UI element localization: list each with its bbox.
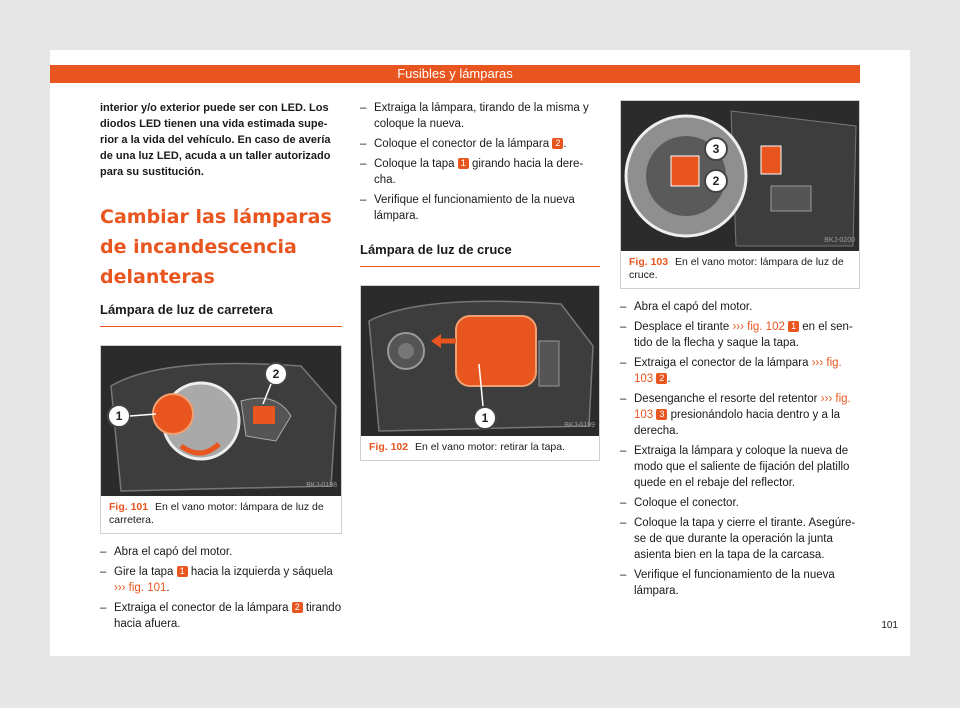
list-item: Desenganche el resorte del retentor ››› … <box>620 391 860 439</box>
step-text: Desplace el tirante <box>634 321 730 333</box>
list-item: Gire la tapa 1 hacia la izquierda y sáqu… <box>100 564 342 596</box>
column-left: interior y/o exterior puede ser con LED.… <box>100 100 342 636</box>
steps-list: Extraiga la lámpara, tirando de la misma… <box>360 100 600 224</box>
figure-caption-text: En el vano motor: lámpara de luz de cruc… <box>629 256 844 281</box>
callout-2: 2 <box>713 174 720 188</box>
step-text: presionándolo hacia dentro y a la derech… <box>634 409 841 437</box>
list-item: Coloque la tapa y cierre el tirante. Ase… <box>620 515 860 563</box>
step-text: Extraiga el conector de la lámpara <box>114 602 289 614</box>
figure-code: BKJ-0198 <box>306 482 337 489</box>
figure-caption: Fig. 102 En el vano motor: retirar la ta… <box>361 436 599 460</box>
callout-1: 1 <box>116 409 123 423</box>
step-text: Extraiga la lámpara y coloque la nueva d… <box>634 445 850 489</box>
list-item: Verifique el funcionamiento de la nueva … <box>620 567 860 599</box>
step-text: Extraiga el conector de la lámpara <box>634 357 809 369</box>
section-title: Cambiar las lámparas de in­candescencia … <box>100 206 332 288</box>
step-text: hacia la izquierda y sáquela <box>190 566 333 578</box>
figure-link[interactable]: ››› fig. 102 <box>732 321 785 333</box>
figure-caption: Fig. 101 En el vano motor: lámpara de lu… <box>101 496 341 533</box>
figure-caption: Fig. 103 En el vano motor: lámpara de lu… <box>621 251 859 288</box>
list-item: Extraiga la lámpara y coloque la nueva d… <box>620 443 860 491</box>
step-text: Abra el capó del motor. <box>114 546 233 558</box>
figure-link[interactable]: ››› fig. 103 <box>634 357 842 385</box>
step-text: . <box>667 373 671 385</box>
number-badge: 2 <box>291 602 303 613</box>
figure-102: 1 BKJ-0199 Fig. 102 En el vano motor: re… <box>360 285 600 461</box>
headlamp-image-101: 1 2 BKJ-0198 <box>101 346 341 496</box>
step-text: Coloque el conector de la lámpara <box>374 138 550 150</box>
figure-link[interactable]: ››› fig. 101 <box>114 582 167 594</box>
headlamp-illustration: 1 2 <box>101 346 341 496</box>
led-note: interior y/o exterior puede ser con LED.… <box>100 102 331 178</box>
chapter-header: Fusibles y lámparas <box>50 65 860 83</box>
column-right: 3 2 BKJ-0200 Fig. 103 En el vano motor: … <box>620 100 860 603</box>
step-text: Abra el capó del motor. <box>634 301 753 313</box>
list-item: Abra el capó del motor. <box>620 299 860 315</box>
step-text: Verifique el funcionamiento de la nueva … <box>374 194 575 222</box>
headlamp-illustration: 3 2 <box>621 101 859 251</box>
list-item: Abra el capó del motor. <box>100 544 342 560</box>
step-text: Gire la tapa <box>114 566 174 578</box>
callout-1: 1 <box>482 411 489 425</box>
figure-code: BKJ-0200 <box>824 237 855 244</box>
steps-list: Abra el capó del motor. Desplace el tira… <box>620 299 860 599</box>
step-text: . <box>166 582 170 594</box>
figure-code: BKJ-0199 <box>564 422 595 429</box>
step-text: en el sen­tido de la flecha y saque la t… <box>634 321 853 349</box>
headlamp-illustration: 1 <box>361 286 599 436</box>
step-text: Coloque el conector. <box>634 497 739 509</box>
list-item: Extraiga el conector de la lámpara 2 tir… <box>100 600 342 632</box>
number-badge: 1 <box>457 158 469 169</box>
column-middle: Extraiga la lámpara, tirando de la misma… <box>360 100 600 461</box>
number-badge: 3 <box>656 409 668 420</box>
step-text: . <box>563 138 567 150</box>
list-item: Coloque la tapa 1 girando hacia la dere­… <box>360 156 600 188</box>
page-number: 101 <box>881 620 898 631</box>
figure-103: 3 2 BKJ-0200 Fig. 103 En el vano motor: … <box>620 100 860 289</box>
subhead-high-beam: Lámpara de luz de carretera <box>100 302 342 327</box>
headlamp-image-102: 1 BKJ-0199 <box>361 286 599 436</box>
headlamp-image-103: 3 2 BKJ-0200 <box>621 101 859 251</box>
subhead-low-beam: Lámpara de luz de cruce <box>360 242 600 267</box>
list-item: Extraiga la lámpara, tirando de la misma… <box>360 100 600 132</box>
number-badge: 2 <box>552 138 564 149</box>
list-item: Coloque el conector de la lámpara 2. <box>360 136 600 152</box>
figure-caption-text: En el vano motor: lámpara de luz de carr… <box>109 501 324 526</box>
figure-label: Fig. 102 <box>369 441 409 453</box>
number-badge: 1 <box>176 566 188 577</box>
step-text: Verifique el funcionamiento de la nueva … <box>634 569 835 597</box>
list-item: Coloque el conector. <box>620 495 860 511</box>
list-item: Extraiga el conector de la lámpara ››› f… <box>620 355 860 387</box>
callout-2: 2 <box>273 367 280 381</box>
step-text: Extraiga la lámpara, tirando de la misma… <box>374 102 589 130</box>
figure-101: 1 2 BKJ-0198 Fig. 101 En el vano motor: … <box>100 345 342 534</box>
step-text: girando hacia la dere­cha. <box>374 158 584 186</box>
list-item: Verifique el funcionamiento de la nueva … <box>360 192 600 224</box>
list-item: Desplace el tirante ››› fig. 102 1 en el… <box>620 319 860 351</box>
figure-link[interactable]: ››› fig. 103 <box>634 393 851 421</box>
figure-label: Fig. 101 <box>109 501 149 513</box>
number-badge: 1 <box>788 321 800 332</box>
callout-3: 3 <box>713 142 720 156</box>
step-text: Coloque la tapa <box>374 158 455 170</box>
step-text: Desenganche el resorte del retentor <box>634 393 818 405</box>
steps-list: Abra el capó del motor. Gire la tapa 1 h… <box>100 544 342 632</box>
figure-label: Fig. 103 <box>629 256 669 268</box>
step-text: tiran­do hacia afuera. <box>114 602 342 630</box>
number-badge: 2 <box>656 373 668 384</box>
step-text: Coloque la tapa y cierre el tirante. Ase… <box>634 517 856 561</box>
figure-caption-text: En el vano motor: retirar la tapa. <box>415 441 566 453</box>
